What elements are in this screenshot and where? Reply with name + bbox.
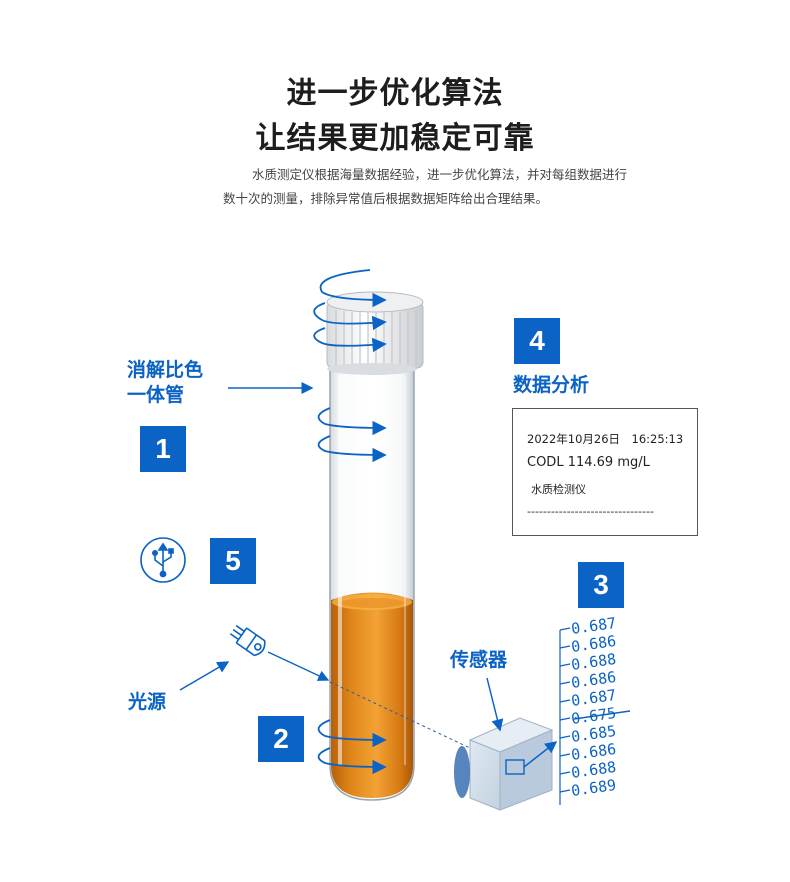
receipt-datetime: 2022年10月26日 16:25:13	[527, 432, 684, 446]
sensor-readings: 0.6870.6860.6880.6860.6870.6750.6850.686…	[570, 614, 631, 800]
data-analysis-label: 数据分析	[513, 374, 590, 396]
sensor-box	[454, 717, 554, 811]
test-tube	[329, 369, 415, 801]
receipt-reading: CODL 114.69 mg/L	[527, 455, 650, 470]
light-beam-line	[267, 651, 330, 681]
step-3-badge: 3	[578, 562, 624, 608]
tube-label-line-1: 消解比色	[127, 359, 204, 381]
analysis-receipt: 2022年10月26日 16:25:13 CODL 114.69 mg/L 水质…	[512, 408, 698, 536]
description-line-1: 水质测定仪根据海量数据经验，进一步优化算法，并对每组数据进行	[252, 167, 628, 182]
rotation-arrows-cap	[313, 269, 387, 353]
outlier-strike	[573, 710, 631, 720]
step-2-badge: 2	[258, 716, 304, 762]
step-5-badge: 5	[210, 538, 256, 584]
tube-cap	[326, 291, 424, 375]
step-4-badge: 4	[514, 318, 560, 364]
heading-line-1: 进一步优化算法	[286, 76, 504, 111]
sensor-output-arrow	[523, 741, 558, 768]
receipt-rule: --------------------------------	[527, 505, 655, 518]
light-path-dashed	[329, 681, 471, 749]
readings-bracket	[559, 627, 571, 805]
light-source-icon	[229, 624, 266, 657]
light-label-arrow	[179, 661, 230, 691]
heading-line-2: 让结果更加稳定可靠	[255, 121, 535, 156]
receipt-device: 水质检测仪	[531, 483, 586, 496]
light-source-label: 光源	[128, 691, 167, 713]
rotation-arrows-tube	[317, 407, 387, 463]
rotation-arrows-liquid	[317, 719, 387, 775]
sample-liquid	[331, 592, 413, 798]
step-1-badge: 1	[140, 426, 186, 472]
description-line-2: 数十次的测量，排除异常值后根据数据矩阵给出合理结果。	[223, 191, 549, 206]
sensor-label: 传感器	[450, 649, 508, 671]
tube-label-line-2: 一体管	[127, 384, 185, 406]
usb-icon	[140, 537, 186, 583]
sensor-label-arrow	[486, 677, 504, 732]
